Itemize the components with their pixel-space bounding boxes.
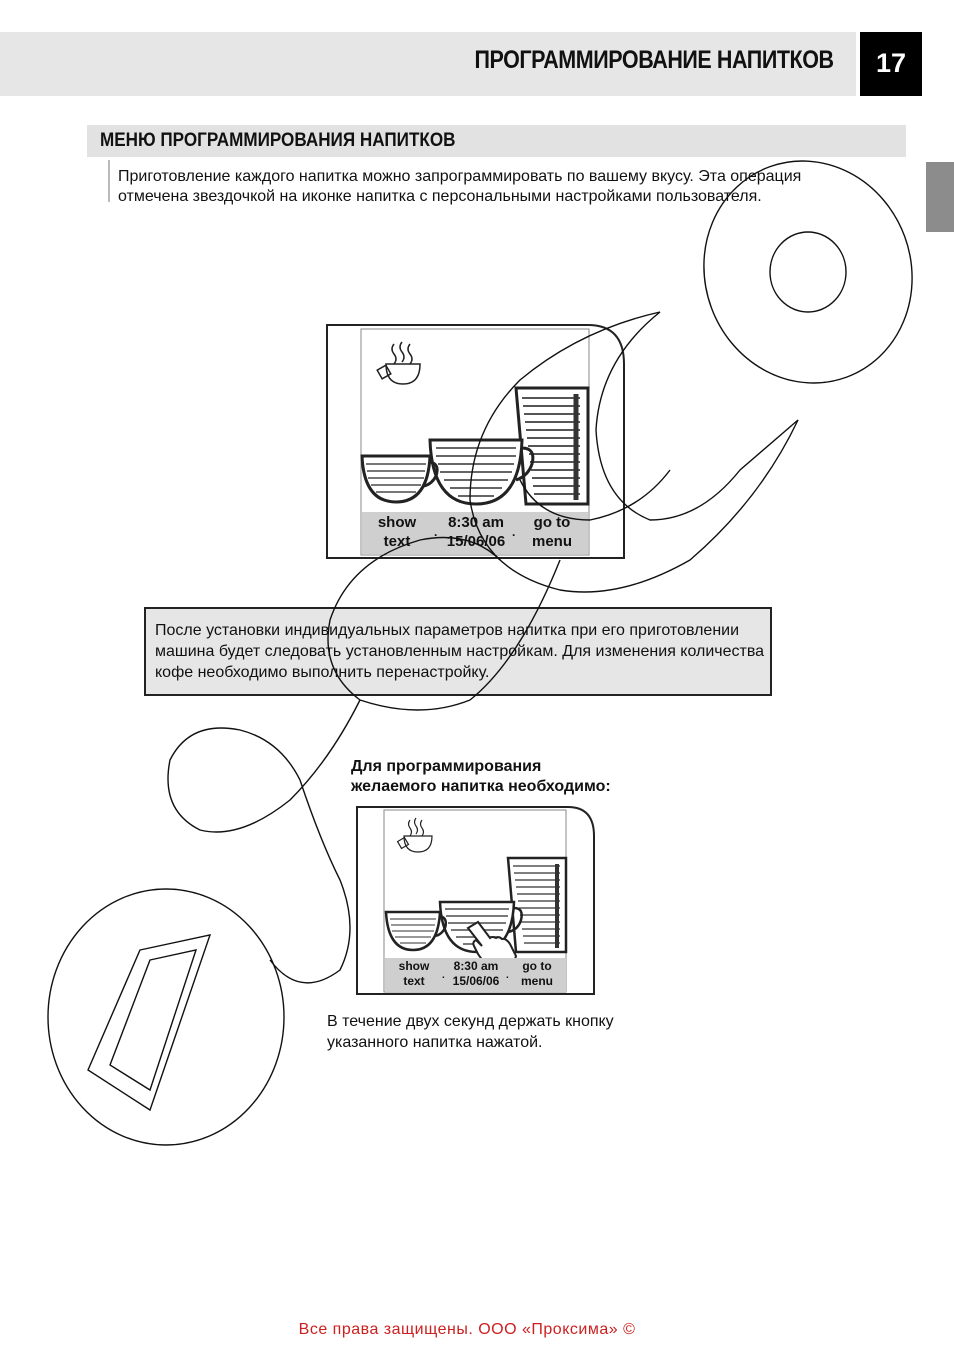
page-number: 17	[860, 32, 922, 96]
note-text: После установки индивидуальных параметро…	[155, 622, 765, 681]
header-bar	[0, 32, 856, 96]
section-title: МЕНЮ ПРОГРАММИРОВАНИЯ НАПИТКОВ	[100, 130, 456, 151]
show-text-button[interactable]: show text	[398, 959, 430, 988]
steaming-cup-icon	[396, 817, 433, 853]
chapter-tab	[926, 162, 954, 232]
go-to-menu-button[interactable]: go to menu	[520, 959, 553, 988]
section-bar	[87, 125, 906, 157]
svg-text:.: .	[506, 970, 509, 981]
clock-date: 8:30 am 15/06/06	[452, 959, 500, 988]
intro-paragraph: Приготовление каждого напитка можно запр…	[118, 168, 802, 205]
programming-heading: Для программирования желаемого напитка н…	[351, 758, 611, 795]
small-cup-icon	[384, 910, 448, 952]
clock-date: 8:30 am 15/06/06	[446, 514, 506, 550]
machine-display-main: . . show text 8:30 am 15/06/06 go to men…	[326, 324, 626, 560]
intro-rule	[108, 160, 110, 202]
tall-glass-icon	[514, 386, 590, 506]
go-to-menu-button[interactable]: go to menu	[531, 514, 572, 550]
tall-glass-icon	[506, 856, 568, 954]
copyright-footer: Все права защищены. ООО «Проксима» ©	[298, 1321, 636, 1338]
svg-text:.: .	[434, 525, 437, 539]
show-text-button[interactable]: show text	[377, 514, 417, 550]
small-cup-icon	[360, 454, 439, 504]
machine-display-press: . . show text 8:30 am 15/06/06 go to men…	[356, 806, 596, 996]
steaming-cup-icon	[376, 341, 421, 385]
pointing-hand-icon	[466, 920, 518, 970]
page-title: ПРОГРАММИРОВАНИЕ НАПИТКОВ	[474, 46, 835, 74]
hold-instruction: В течение двух секунд держать кнопку ука…	[327, 1013, 614, 1051]
svg-text:.: .	[442, 970, 445, 981]
